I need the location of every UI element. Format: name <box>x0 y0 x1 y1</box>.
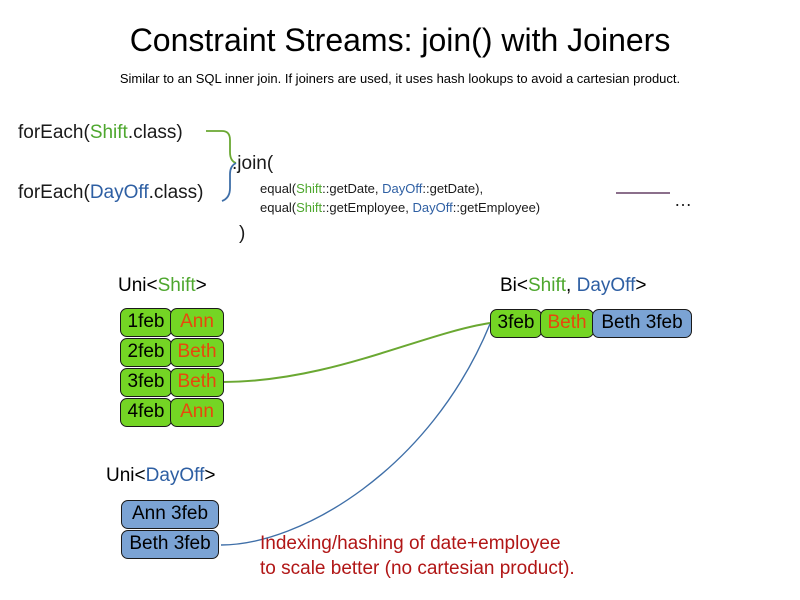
code-equal-date-left-type: Shift <box>296 181 323 196</box>
table-row[interactable]: 2feb Beth <box>120 338 224 367</box>
code-equal-employee-left-method: ::getEmployee, <box>322 200 413 215</box>
shift-date-cell: 1feb <box>120 308 172 337</box>
label-uni-dayoff-type: DayOff <box>145 465 205 486</box>
dayoff-cell: Ann 3feb <box>121 500 219 529</box>
code-foreach-shift-type: Shift <box>89 122 128 143</box>
label-uni-shift-prefix: Uni< <box>118 275 158 296</box>
label-bi-separator: , <box>566 275 577 296</box>
label-uni-dayoff-prefix: Uni< <box>106 465 146 486</box>
table-row[interactable]: Ann 3feb <box>121 500 219 529</box>
code-equal-employee-left-type: Shift <box>296 200 323 215</box>
label-uni-shift: Uni<Shift> <box>118 274 207 298</box>
table-row[interactable]: Beth 3feb <box>121 530 219 559</box>
code-equal-employee-right-method: ::getEmployee) <box>452 200 541 215</box>
table-row[interactable]: 3feb Beth Beth 3feb <box>490 309 692 338</box>
shift-name-cell: Beth <box>170 338 224 367</box>
page-title: Constraint Streams: join() with Joiners <box>129 22 671 58</box>
code-foreach-dayoff-suffix: .class) <box>148 182 204 203</box>
code-equal-employee: equal(Shift::getEmployee, DayOff::getEmp… <box>260 199 540 216</box>
code-equal-date-right-method: ::getDate), <box>422 181 484 196</box>
code-equal-date-right-type: DayOff <box>382 181 423 196</box>
code-ellipsis: … <box>674 190 692 210</box>
label-uni-shift-type: Shift <box>157 275 196 296</box>
table-row[interactable]: 4feb Ann <box>120 398 224 427</box>
shift-name-cell: Ann <box>170 308 224 337</box>
code-join-open: .join( <box>232 153 274 174</box>
label-uni-dayoff: Uni<DayOff> <box>106 464 216 488</box>
code-foreach-shift: forEach(Shift.class) <box>18 121 183 145</box>
code-foreach-shift-prefix: forEach( <box>18 122 90 143</box>
label-uni-shift-suffix: > <box>195 275 207 296</box>
code-join-close: ) <box>239 223 246 244</box>
page-subtitle: Similar to an SQL inner join. If joiners… <box>119 71 681 86</box>
label-bi-suffix: > <box>635 275 647 296</box>
label-bi-type-b: DayOff <box>576 275 636 296</box>
code-foreach-dayoff: forEach(DayOff.class) <box>18 181 204 205</box>
bi-shift-date-cell: 3feb <box>490 309 542 338</box>
shift-name-cell: Beth <box>170 368 224 397</box>
wire-shift-row-to-bi <box>221 322 491 383</box>
annotation-note: Indexing/hashing of date+employee to sca… <box>260 531 575 581</box>
table-row[interactable]: 3feb Beth <box>120 368 224 397</box>
code-foreach-dayoff-prefix: forEach( <box>18 182 90 203</box>
wire-dayoff-row-to-bi <box>220 323 491 546</box>
shift-date-cell: 3feb <box>120 368 172 397</box>
annotation-line-2: to scale better (no cartesian product). <box>260 558 575 579</box>
code-foreach-dayoff-type: DayOff <box>89 182 149 203</box>
code-equal-date: equal(Shift::getDate, DayOff::getDate), <box>260 180 483 197</box>
bi-shift-name-cell: Beth <box>540 309 594 338</box>
label-uni-dayoff-suffix: > <box>204 465 216 486</box>
label-bi-type-a: Shift <box>528 275 567 296</box>
shift-date-cell: 4feb <box>120 398 172 427</box>
label-bi-prefix: Bi< <box>500 275 528 296</box>
label-bi-stream: Bi<Shift, DayOff> <box>500 274 646 298</box>
bi-dayoff-cell: Beth 3feb <box>592 309 692 338</box>
shift-date-cell: 2feb <box>120 338 172 367</box>
table-row[interactable]: 1feb Ann <box>120 308 224 337</box>
code-foreach-shift-suffix: .class) <box>127 122 183 143</box>
shift-name-cell: Ann <box>170 398 224 427</box>
code-equal-employee-prefix: equal( <box>260 200 297 215</box>
annotation-line-1: Indexing/hashing of date+employee <box>260 533 561 554</box>
dayoff-cell: Beth 3feb <box>121 530 219 559</box>
code-equal-date-prefix: equal( <box>260 181 297 196</box>
code-equal-date-left-method: ::getDate, <box>322 181 383 196</box>
code-equal-employee-right-type: DayOff <box>412 200 453 215</box>
